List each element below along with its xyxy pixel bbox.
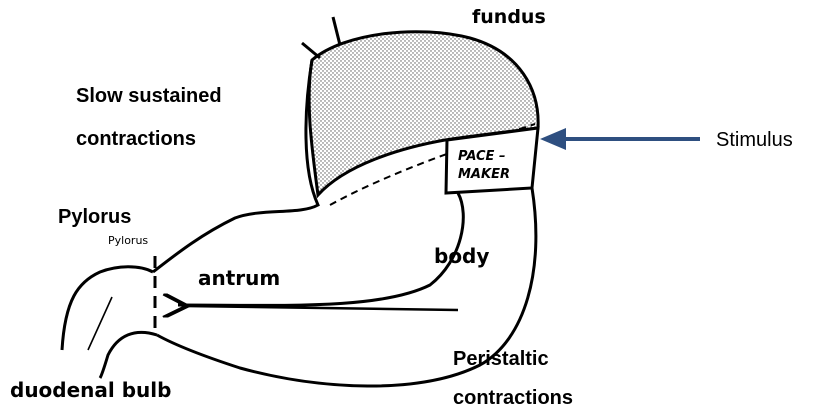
body-label: body [434,246,489,266]
pylorus-small-label: Pylorus [108,235,148,246]
duodenal-bulb-outline-inner [100,332,157,378]
pylorus-heading: Pylorus [58,207,131,227]
duodenal-bulb-label: duodenal bulb [10,380,171,400]
stimulus-label: Stimulus [716,130,793,150]
antrum-label: antrum [198,268,280,288]
peristaltic-label-line2: contractions [453,388,573,408]
peristaltic-label-line1: Peristaltic [453,349,549,369]
slow-contractions-label-line2: contractions [76,129,196,149]
stimulus-arrow-head [540,128,566,150]
fundus-label: fundus [472,8,546,27]
slow-contractions-label-line1: Slow sustained [76,86,222,106]
pacemaker-label-line1: PACE – [458,150,505,163]
esophagus-outline-2 [333,17,340,45]
peristaltic-arrow [185,306,458,310]
duodenal-bulb-stroke [88,297,112,350]
pacemaker-label-line2: MAKER [458,168,510,181]
